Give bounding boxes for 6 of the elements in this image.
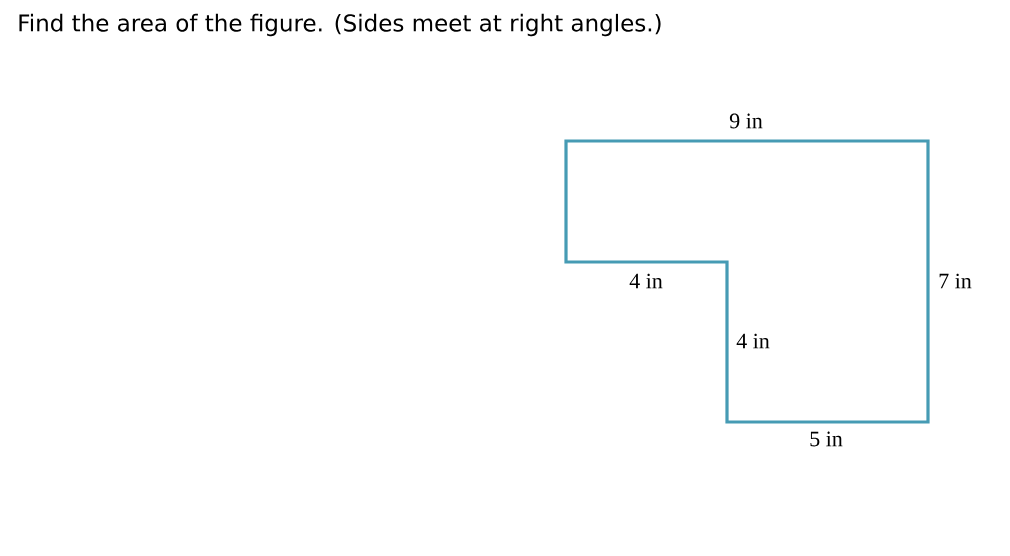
dimension-label: 9 in [729,113,763,129]
dimension-label: 4 in [736,333,770,349]
dimension-label: 5 in [810,431,843,447]
question-text: Find the area of the figure. (Sides meet at right angles.) [19,13,661,37]
dimension-label: 7 in [939,273,972,289]
dimension-label: 4 in [629,273,663,289]
